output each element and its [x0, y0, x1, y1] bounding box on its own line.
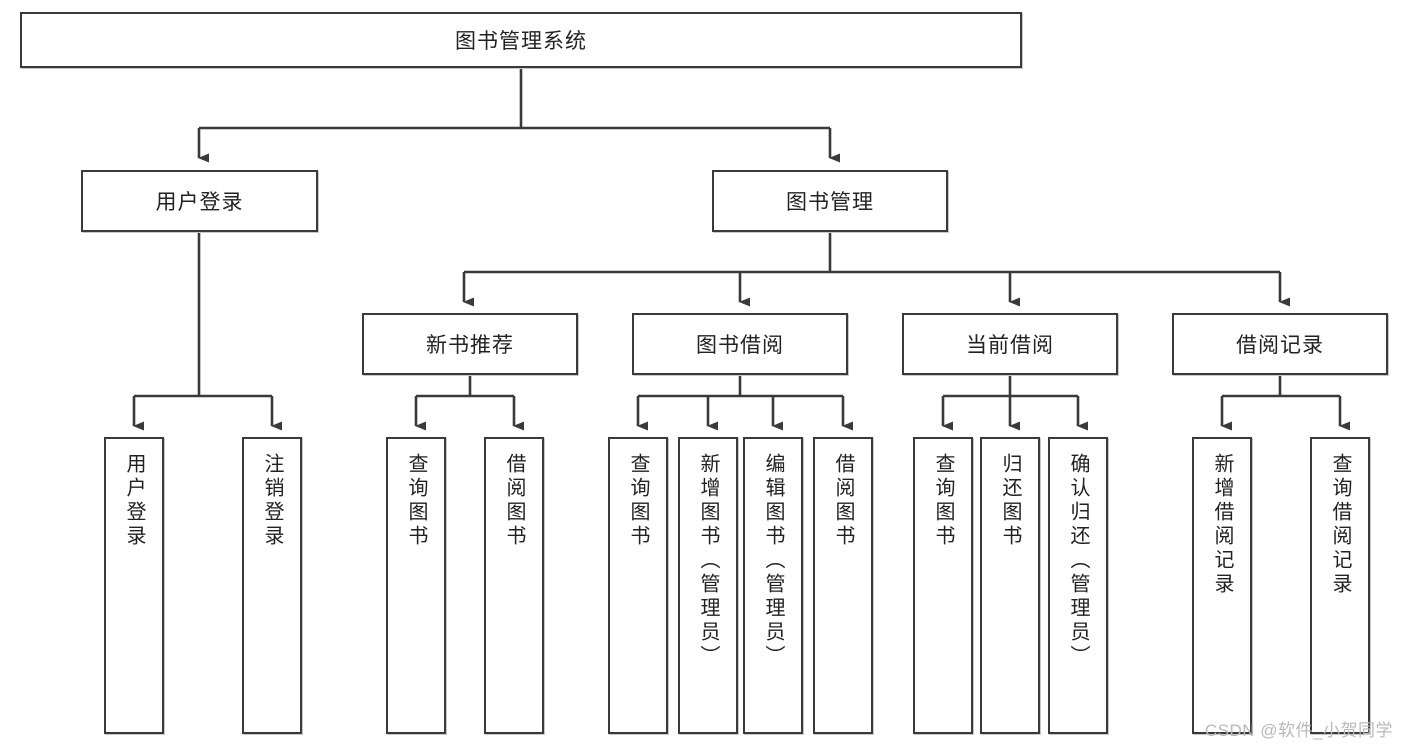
watermark-text: CSDN @软件_小贺同学 — [1204, 721, 1393, 740]
node-label: 当前借阅 — [966, 334, 1054, 357]
node-label: 借阅图书 — [503, 453, 525, 549]
node-current-borrow[interactable]: 当前借阅 — [902, 313, 1118, 375]
node-label: 新书推荐 — [426, 334, 514, 357]
node-label: 图书借阅 — [696, 334, 784, 357]
leaf-recommend-borrow-book[interactable]: 借阅图书 — [484, 437, 544, 734]
node-label: 确认归还（管理员） — [1067, 453, 1089, 669]
node-user-login[interactable]: 用户登录 — [81, 170, 318, 232]
node-borrow-record[interactable]: 借阅记录 — [1172, 313, 1388, 375]
node-root-book-management-system[interactable]: 图书管理系统 — [20, 12, 1022, 68]
leaf-borrow-query-book[interactable]: 查询图书 — [608, 437, 668, 734]
node-label: 新增借阅记录 — [1211, 453, 1233, 597]
leaf-record-query-borrow-record[interactable]: 查询借阅记录 — [1310, 437, 1370, 734]
node-label: 图书管理系统 — [455, 30, 587, 53]
node-label: 查询借阅记录 — [1329, 453, 1351, 597]
leaf-user-logout[interactable]: 注销登录 — [242, 437, 302, 734]
leaf-borrow-edit-book-admin[interactable]: 编辑图书（管理员） — [743, 437, 803, 734]
node-label: 新增图书（管理员） — [697, 453, 719, 669]
node-book-borrow[interactable]: 图书借阅 — [632, 313, 848, 375]
node-label: 借阅记录 — [1236, 334, 1324, 357]
leaf-recommend-query-book[interactable]: 查询图书 — [386, 437, 446, 734]
leaf-borrow-borrow-book[interactable]: 借阅图书 — [813, 437, 873, 734]
leaf-current-return-book[interactable]: 归还图书 — [980, 437, 1040, 734]
leaf-current-query-book[interactable]: 查询图书 — [913, 437, 973, 734]
leaf-borrow-add-book-admin[interactable]: 新增图书（管理员） — [678, 437, 738, 734]
node-new-book-recommend[interactable]: 新书推荐 — [362, 313, 578, 375]
node-label: 归还图书 — [999, 453, 1021, 549]
node-label: 注销登录 — [261, 453, 283, 549]
node-label: 用户登录 — [155, 191, 244, 214]
node-label: 借阅图书 — [832, 453, 854, 549]
leaf-user-login[interactable]: 用户登录 — [104, 437, 164, 734]
node-book-management[interactable]: 图书管理 — [712, 170, 948, 232]
node-label: 查询图书 — [405, 453, 427, 549]
node-label: 编辑图书（管理员） — [762, 453, 784, 669]
leaf-record-add-borrow-record[interactable]: 新增借阅记录 — [1192, 437, 1252, 734]
node-label: 查询图书 — [932, 453, 954, 549]
node-label: 图书管理 — [786, 191, 874, 214]
leaf-current-confirm-return-admin[interactable]: 确认归还（管理员） — [1048, 437, 1108, 734]
node-label: 查询图书 — [627, 453, 649, 549]
node-label: 用户登录 — [123, 453, 145, 549]
